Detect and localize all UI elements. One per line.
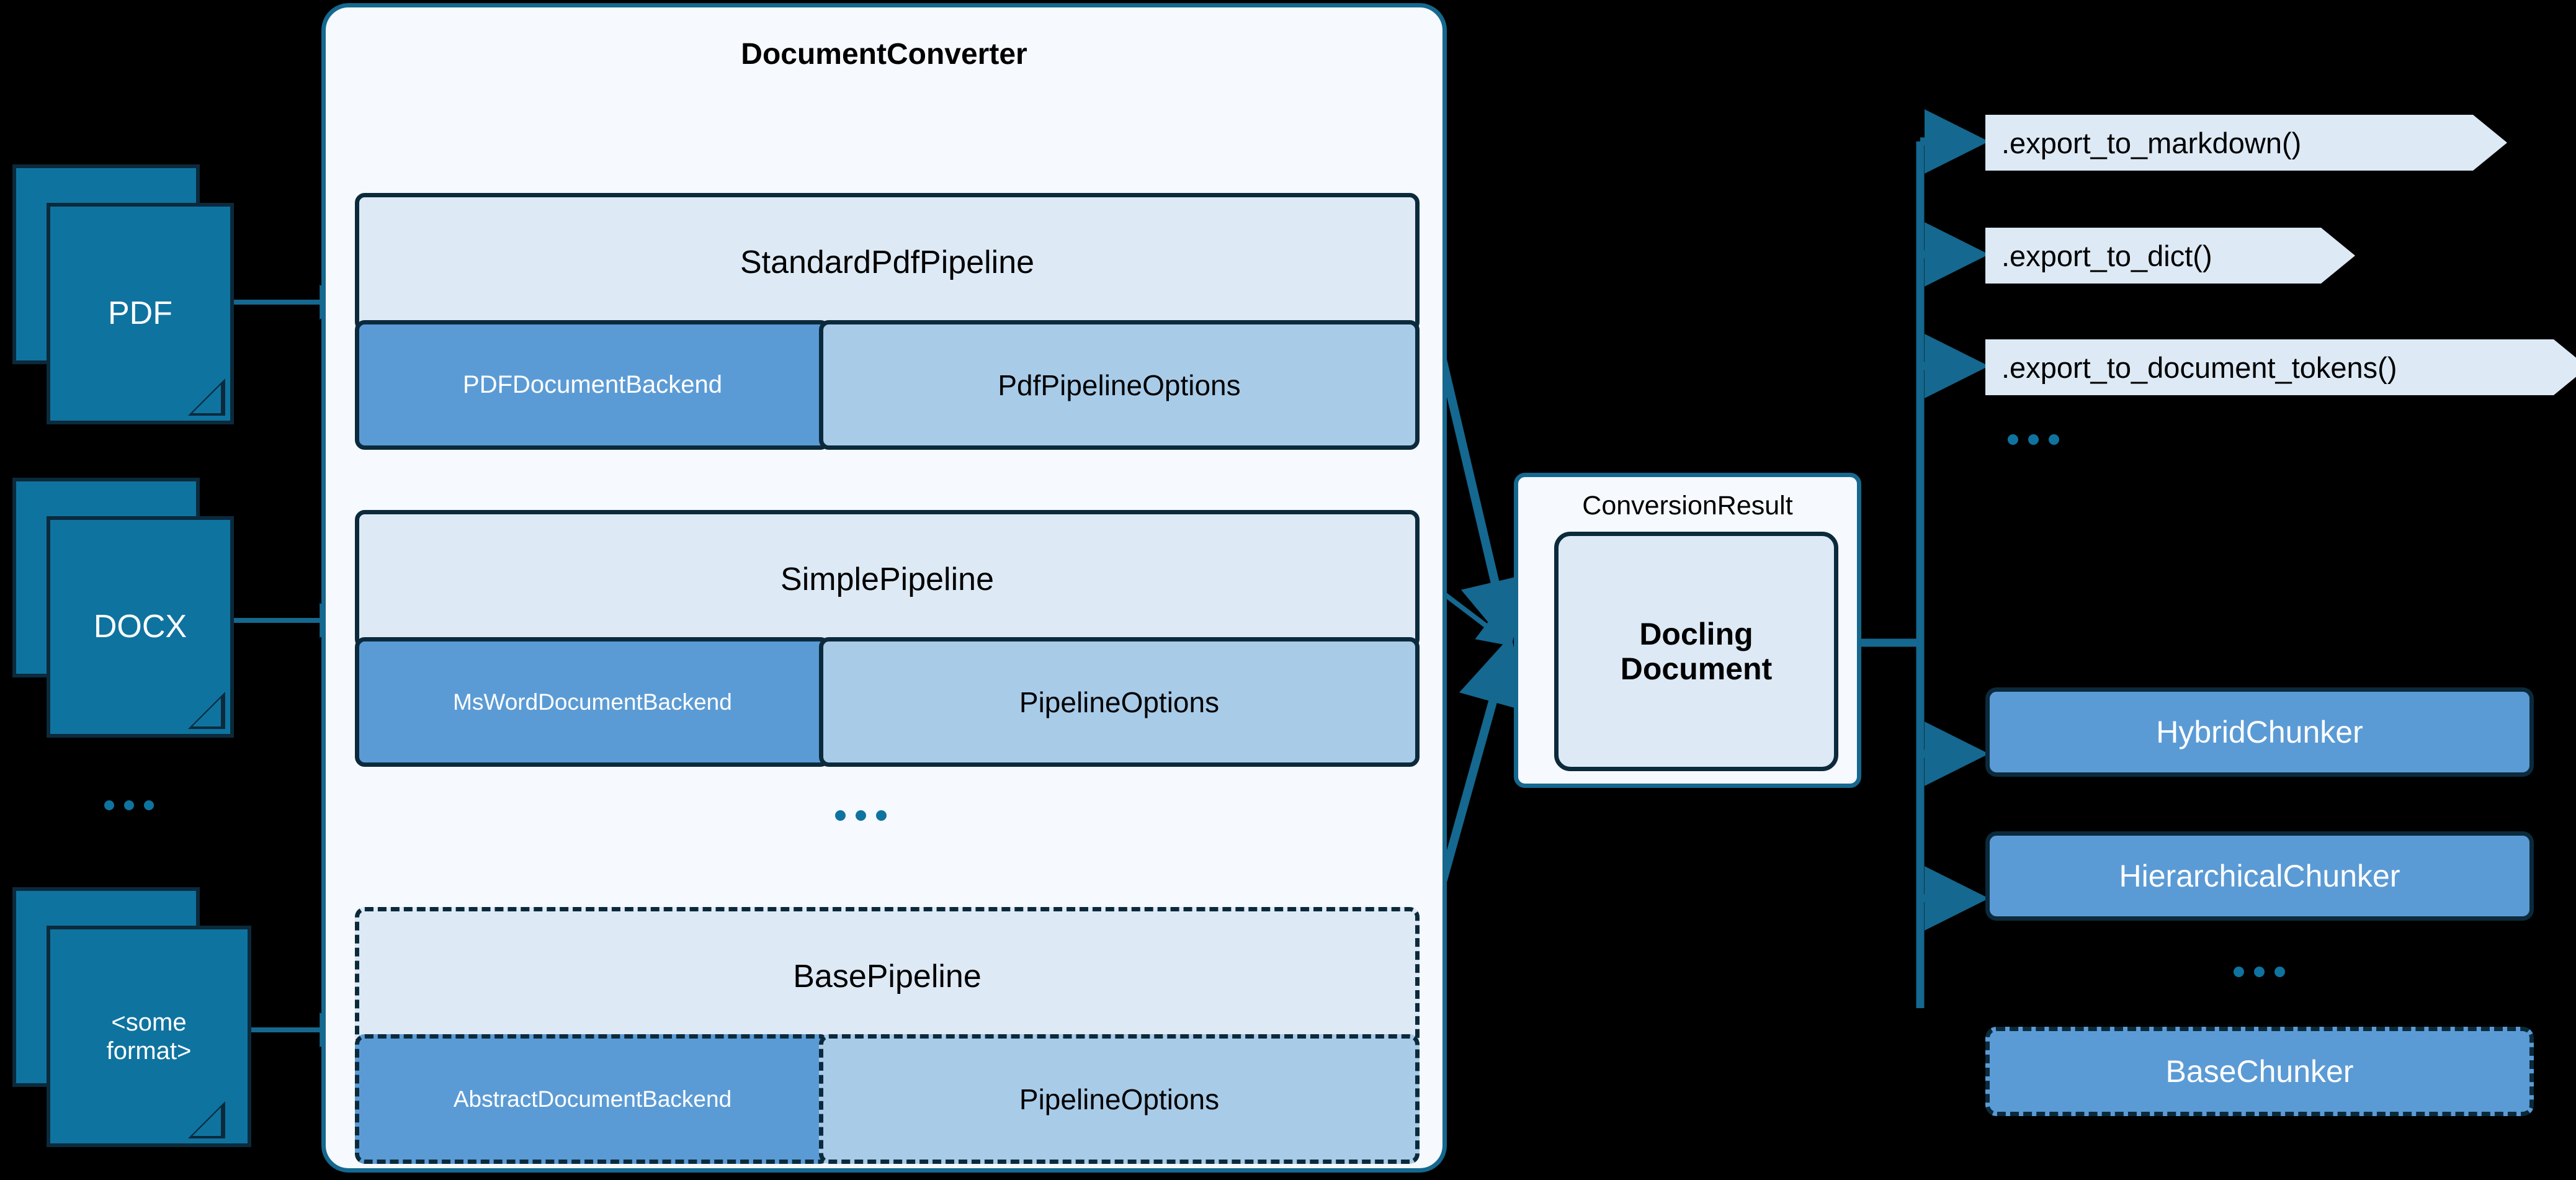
pipeline-name-box[interactable]: StandardPdfPipeline (355, 193, 1420, 332)
pipeline-backend-box[interactable]: AbstractDocumentBackend (355, 1034, 830, 1164)
input-document-label: DOCX (93, 608, 187, 645)
chunker-ellipsis (2234, 967, 2285, 977)
pipeline-backend-label: PDFDocumentBackend (463, 371, 722, 398)
pipeline-name-label: BasePipeline (793, 959, 982, 995)
input-document-docx[interactable]: DOCX (12, 478, 261, 741)
pipeline-options-box[interactable]: PdfPipelineOptions (819, 320, 1420, 450)
docling-document-line-1: Docling (1639, 617, 1753, 651)
pipeline-backend-box[interactable]: PDFDocumentBackend (355, 320, 830, 450)
pipeline-group-base[interactable]: BasePipeline AbstractDocumentBackend Pip… (355, 907, 1420, 1164)
pipeline-name-label: StandardPdfPipeline (740, 244, 1035, 280)
export-method-label: .export_to_document_tokens() (2001, 351, 2397, 384)
input-ellipsis (104, 800, 154, 810)
export-ellipsis (2008, 434, 2059, 445)
export-method-label: .export_to_dict() (2001, 239, 2212, 272)
pipeline-options-box[interactable]: PipelineOptions (819, 637, 1420, 767)
pipeline-backend-box[interactable]: MsWordDocumentBackend (355, 637, 830, 767)
document-converter-panel[interactable]: DocumentConverter StandardPdfPipeline PD… (321, 3, 1447, 1173)
docling-document-box[interactable]: Docling Document (1554, 532, 1838, 771)
chunker-hierarchical[interactable]: HierarchicalChunker (1985, 831, 2534, 921)
export-method-dict[interactable]: .export_to_dict() (1985, 228, 2355, 284)
export-method-label: .export_to_markdown() (2001, 126, 2302, 159)
export-method-document-tokens[interactable]: .export_to_document_tokens() (1985, 339, 2576, 395)
chevron-right-icon (2473, 115, 2507, 171)
chevron-right-icon (2321, 228, 2355, 284)
chunker-label: BaseChunker (2165, 1054, 2354, 1089)
pipeline-options-box[interactable]: PipelineOptions (819, 1034, 1420, 1164)
pipeline-options-label: PipelineOptions (1019, 686, 1220, 718)
page-fold-inner-icon (192, 1107, 221, 1136)
conversion-result-panel[interactable]: ConversionResult Docling Document (1514, 473, 1861, 788)
pipeline-backend-label: MsWordDocumentBackend (453, 689, 732, 715)
pipeline-options-label: PdfPipelineOptions (998, 369, 1241, 401)
pipeline-group-standard-pdf[interactable]: StandardPdfPipeline PDFDocumentBackend P… (355, 193, 1420, 450)
pipeline-options-label: PipelineOptions (1019, 1083, 1220, 1115)
pipeline-name-label: SimplePipeline (780, 561, 994, 597)
page-fold-inner-icon (192, 698, 221, 726)
chevron-right-icon (2554, 339, 2576, 395)
pipeline-name-box[interactable]: BasePipeline (355, 907, 1420, 1046)
chunker-base[interactable]: BaseChunker (1985, 1027, 2534, 1116)
chunker-label: HierarchicalChunker (2119, 859, 2400, 893)
pipeline-ellipsis (835, 810, 887, 821)
chunker-label: HybridChunker (2156, 715, 2363, 749)
conversion-result-label: ConversionResult (1582, 491, 1793, 521)
page-fold-inner-icon (192, 385, 221, 413)
document-converter-title: DocumentConverter (741, 38, 1027, 71)
input-document-label: <some format> (106, 1008, 192, 1065)
pipeline-name-box[interactable]: SimplePipeline (355, 510, 1420, 649)
input-document-some-format[interactable]: <some format> (12, 887, 261, 1151)
chunker-hybrid[interactable]: HybridChunker (1985, 687, 2534, 777)
pipeline-group-simple[interactable]: SimplePipeline MsWordDocumentBackend Pip… (355, 510, 1420, 767)
input-document-label: PDF (108, 295, 172, 331)
docling-document-line-2: Document (1620, 651, 1773, 686)
export-method-markdown[interactable]: .export_to_markdown() (1985, 115, 2507, 171)
input-document-pdf[interactable]: PDF (12, 164, 261, 428)
pipeline-backend-label: AbstractDocumentBackend (453, 1086, 732, 1112)
